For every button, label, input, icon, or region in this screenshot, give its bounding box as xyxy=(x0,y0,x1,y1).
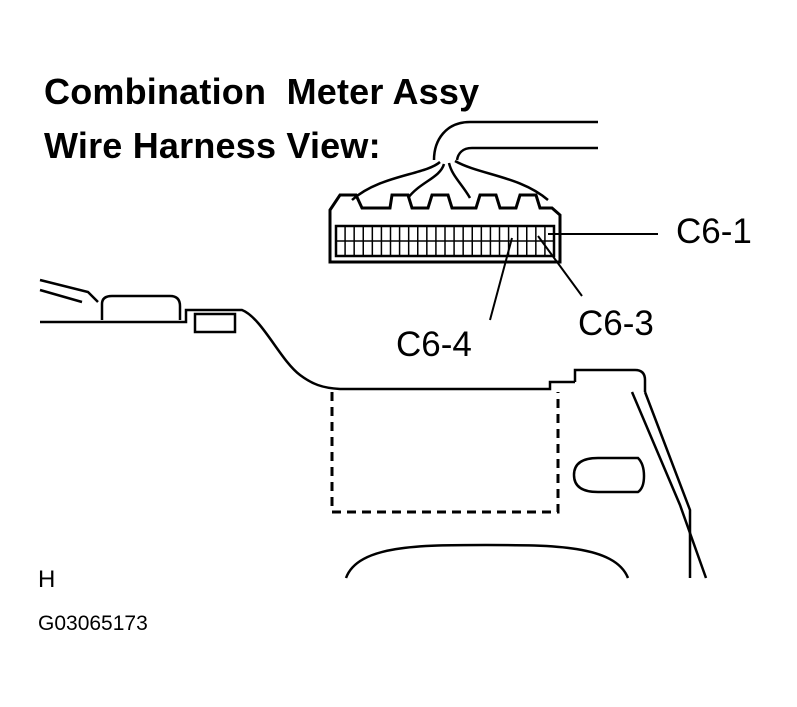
instrument-panel xyxy=(39,278,708,579)
panel-right-edge-outer xyxy=(643,391,692,578)
steering-column-arc xyxy=(344,543,630,579)
panel-left-bracket xyxy=(100,294,182,320)
diagram-title-line1: Combination Meter Assy xyxy=(44,71,480,112)
wire-harness xyxy=(351,120,598,201)
panel-right-bracket xyxy=(573,368,647,392)
panel-right-edge-inner xyxy=(630,391,708,579)
leader-c6-3 xyxy=(537,235,583,297)
harness-fan-wire-2 xyxy=(407,163,446,199)
diagram-title-line2: Wire Harness View: xyxy=(44,125,381,166)
callout-label-c6-4: C6-4 xyxy=(396,325,472,364)
harness-outer-wire xyxy=(432,120,598,161)
harness-fan-wire-4 xyxy=(454,159,549,201)
callout-label-c6-3: C6-3 xyxy=(578,304,654,343)
connector-terminal-grid xyxy=(336,226,554,256)
connector-top-profile xyxy=(328,193,562,264)
harness-fan-wire-1 xyxy=(351,161,441,201)
panel-top-surface xyxy=(40,308,575,391)
harness-fan-wire-3 xyxy=(447,162,472,199)
callout-label-c6-1: C6-1 xyxy=(676,212,752,251)
meter-opening-dashed xyxy=(330,392,560,514)
panel-right-slot xyxy=(572,456,646,494)
callout-leaders xyxy=(489,233,658,321)
side-marker: H xyxy=(38,566,56,593)
figure-id: G03065173 xyxy=(38,612,148,635)
leader-c6-4 xyxy=(489,237,513,321)
connector-c6 xyxy=(328,193,562,264)
panel-left-edge xyxy=(39,278,99,303)
harness-inner-wire xyxy=(455,146,598,161)
panel-left-edge-inner xyxy=(39,288,83,304)
panel-clip xyxy=(193,312,237,334)
